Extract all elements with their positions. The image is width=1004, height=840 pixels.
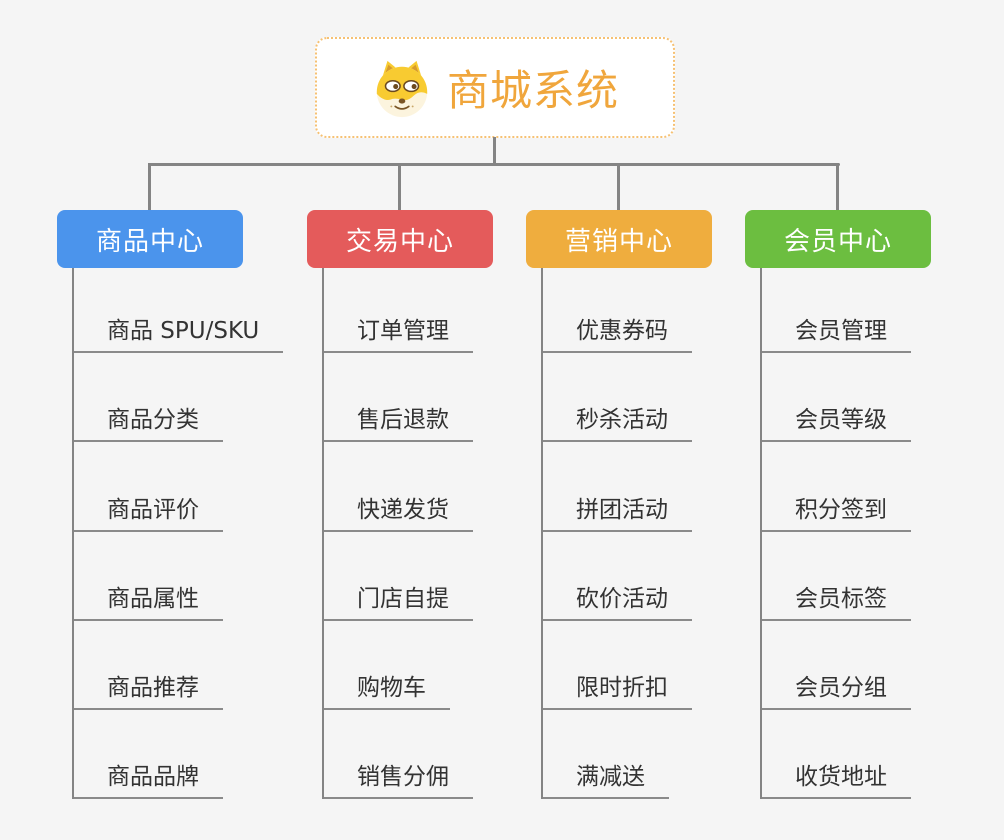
leaf-item[interactable]: 商品 SPU/SKU: [74, 264, 284, 354]
dog-face-icon: [376, 60, 428, 117]
leaf-item[interactable]: 订单管理: [324, 264, 473, 354]
root-node[interactable]: 商城系统: [315, 37, 675, 138]
leaf-item[interactable]: 商品分类: [74, 353, 223, 443]
leaf-item[interactable]: 会员标签: [762, 532, 911, 621]
leaf-item[interactable]: 会员管理: [762, 264, 911, 354]
branch-spine-1: 订单管理售后退款快递发货门店自提购物车销售分佣: [322, 264, 473, 800]
leaf-item[interactable]: 拼团活动: [543, 442, 692, 532]
branch-node-1[interactable]: 交易中心: [307, 210, 493, 268]
leaf-item[interactable]: 销售分佣: [324, 710, 473, 800]
leaf-item[interactable]: 商品评价: [74, 442, 223, 532]
leaf-item[interactable]: 积分签到: [762, 442, 911, 532]
leaf-item[interactable]: 秒杀活动: [543, 353, 692, 443]
leaf-item[interactable]: 会员分组: [762, 621, 911, 710]
leaf-item[interactable]: 会员等级: [762, 353, 911, 443]
branch-node-3[interactable]: 会员中心: [745, 210, 931, 268]
connector-drop: [836, 163, 839, 210]
leaf-item[interactable]: 商品品牌: [74, 710, 223, 800]
leaf-item[interactable]: 购物车: [324, 621, 450, 710]
connector-bus: [148, 163, 840, 166]
leaf-item[interactable]: 优惠券码: [543, 264, 692, 354]
connector-drop: [398, 163, 401, 210]
leaf-item[interactable]: 售后退款: [324, 353, 473, 443]
leaf-item[interactable]: 限时折扣: [543, 621, 692, 710]
leaf-item[interactable]: 满减送: [543, 710, 669, 800]
connector-drop: [148, 163, 151, 210]
branch-node-0[interactable]: 商品中心: [57, 210, 243, 268]
leaf-item[interactable]: 快递发货: [324, 442, 473, 532]
leaf-item[interactable]: 砍价活动: [543, 532, 692, 621]
leaf-item[interactable]: 商品属性: [74, 532, 223, 621]
leaf-item[interactable]: 门店自提: [324, 532, 473, 621]
leaf-item[interactable]: 商品推荐: [74, 621, 223, 710]
branch-spine-2: 优惠券码秒杀活动拼团活动砍价活动限时折扣满减送: [541, 264, 692, 800]
connector-drop: [617, 163, 620, 210]
branch-node-2[interactable]: 营销中心: [526, 210, 712, 268]
connector-stem: [493, 137, 496, 164]
leaf-item[interactable]: 收货地址: [762, 710, 911, 800]
branch-spine-3: 会员管理会员等级积分签到会员标签会员分组收货地址: [760, 264, 911, 800]
root-title: 商城系统: [446, 66, 619, 115]
